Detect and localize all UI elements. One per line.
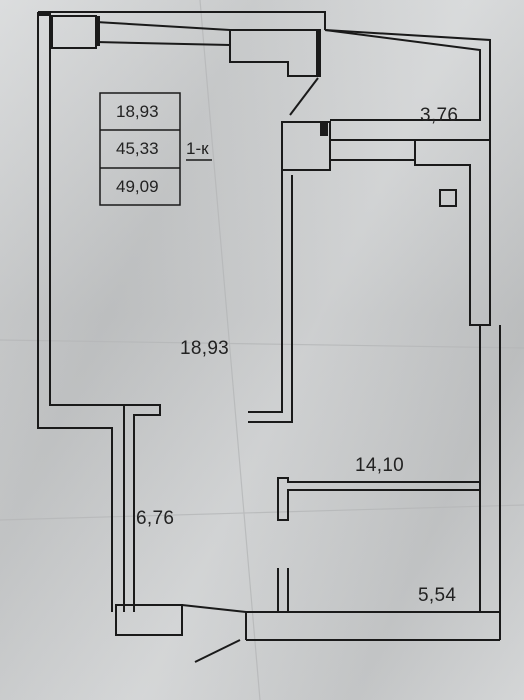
legend-apartment-type: 1-к — [186, 139, 209, 158]
living-room-area-label: 18,93 — [180, 338, 230, 359]
legend-total-area: 45,33 — [116, 139, 159, 158]
legend-living-area: 18,93 — [116, 102, 159, 121]
wall-fills — [38, 12, 328, 136]
hallway-area-label: 6,76 — [136, 508, 175, 529]
legend-total-with-balcony: 49,09 — [116, 177, 159, 196]
outer-wall — [37, 11, 501, 663]
bathroom-area-label: 5,54 — [418, 585, 457, 606]
balcony-area-label: 3,76 — [420, 105, 459, 126]
legend-box — [99, 92, 212, 206]
kitchen-area-label: 14,10 — [355, 455, 405, 476]
